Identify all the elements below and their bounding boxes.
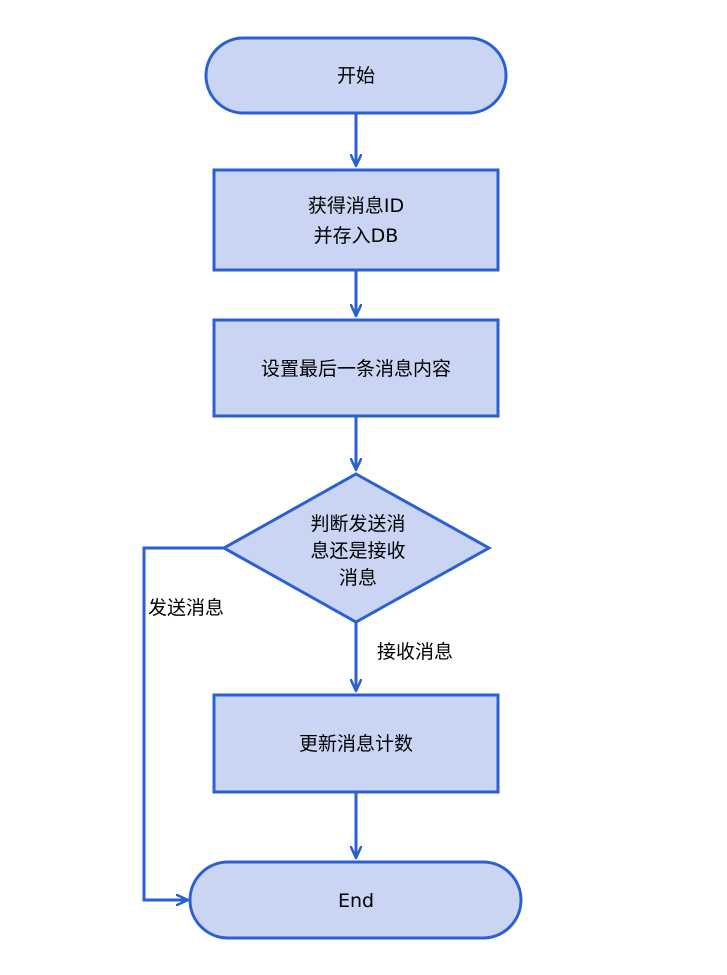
end-label: End — [338, 890, 374, 912]
update-count-node: 更新消息计数 — [212, 693, 500, 794]
set-last-node: 设置最后一条消息内容 — [212, 318, 500, 418]
decision-label-line-2: 息还是接收 — [310, 540, 405, 562]
start-label: 开始 — [337, 65, 375, 87]
get-id-shape — [212, 168, 500, 272]
get-id-node: 获得消息ID 并存入DB — [212, 168, 500, 272]
set-last-shape — [212, 318, 500, 418]
end-shape — [188, 860, 523, 940]
set-last-label: 设置最后一条消息内容 — [261, 358, 451, 380]
start-shape — [204, 36, 508, 115]
update-count-label: 更新消息计数 — [299, 733, 413, 755]
edge-label-send: 发送消息 — [148, 597, 224, 619]
start-node: 开始 — [204, 36, 508, 115]
update-count-shape — [212, 693, 500, 794]
edge-label-receive: 接收消息 — [377, 641, 453, 663]
decision-shape — [220, 472, 493, 624]
edge-decision-send-to-end — [142, 546, 224, 900]
decision-node: 判断发送消 息还是接收 消息 — [220, 472, 493, 624]
edges — [142, 113, 356, 900]
get-id-label-line-2: 并存入DB — [314, 225, 399, 247]
decision-label-line-1: 判断发送消 — [310, 513, 405, 535]
end-node: End — [188, 860, 523, 940]
decision-label-line-3: 消息 — [339, 567, 377, 589]
get-id-label-line-1: 获得消息ID — [308, 195, 404, 217]
